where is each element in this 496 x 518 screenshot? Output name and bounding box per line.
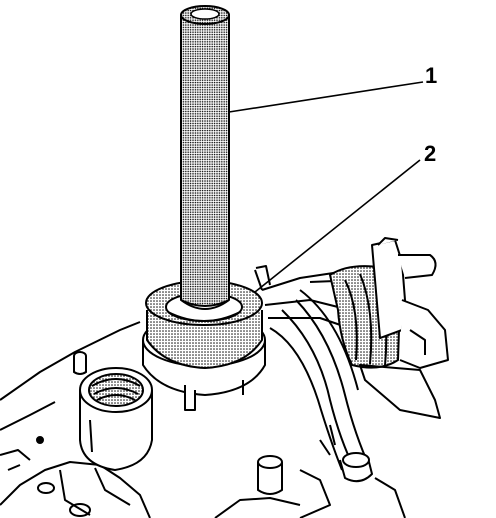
installer-handle (180, 5, 230, 310)
callout-label-1: 1 (425, 63, 438, 88)
lower-right-bosses (214, 424, 406, 518)
leader-line-1 (228, 81, 424, 113)
leader-line-2 (254, 159, 421, 293)
left-bore-boss (79, 367, 153, 471)
transmission-housing (0, 321, 151, 518)
right-end-housing (359, 237, 449, 419)
small-stud-left (73, 351, 87, 375)
shift-assembly (254, 265, 386, 471)
callout-label-2: 2 (424, 141, 437, 166)
